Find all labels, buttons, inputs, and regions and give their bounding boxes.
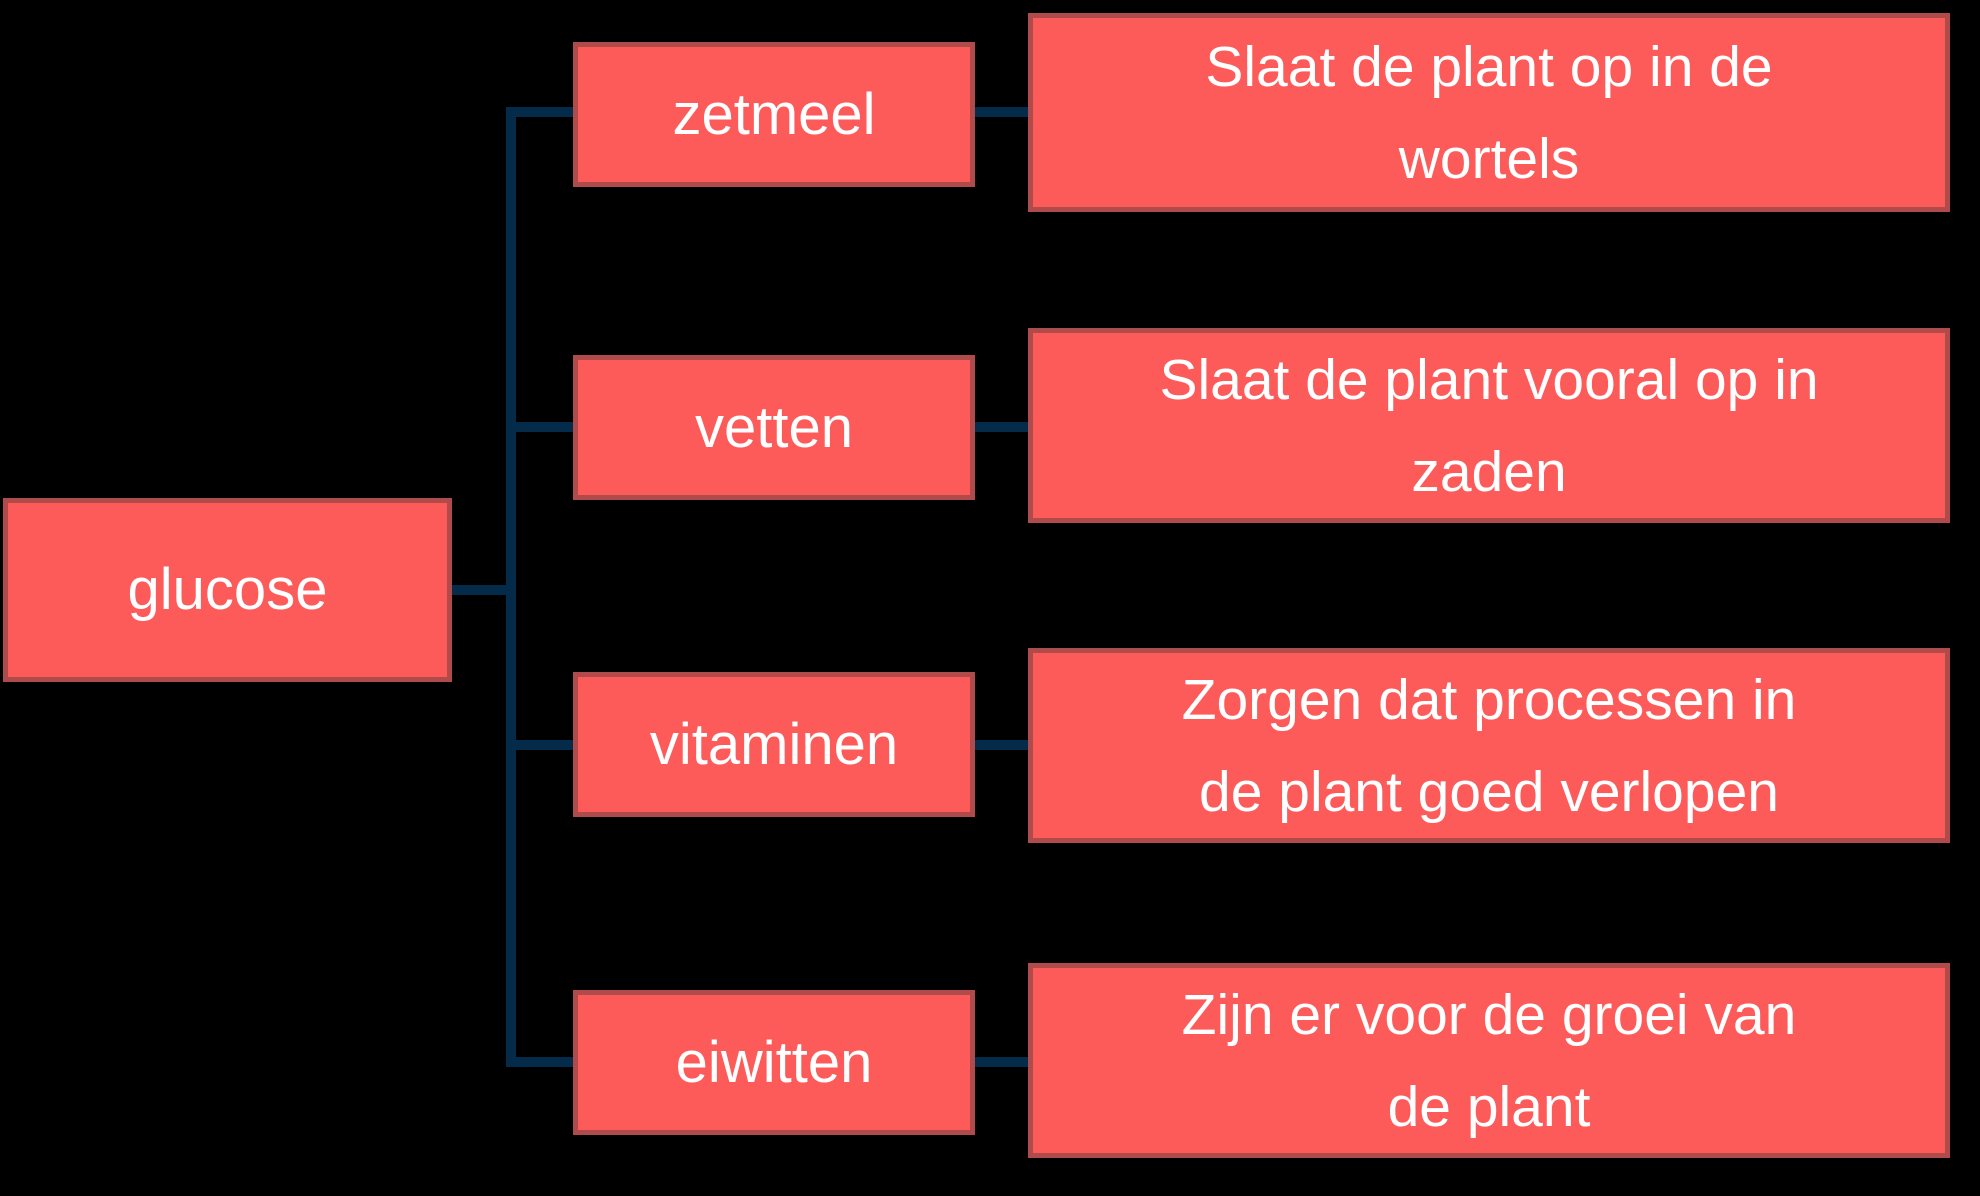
connector-desc-vetten [975, 422, 1028, 432]
vitaminen-node: vitaminen [573, 672, 975, 817]
eiwitten-label: eiwitten [675, 1029, 873, 1095]
vitaminen-description-node: Zorgen dat processen in de plant goed ve… [1028, 648, 1950, 843]
eiwitten-description-text: Zijn er voor de groei van de plant [1181, 982, 1797, 1139]
connector-desc-eiwitten [975, 1057, 1028, 1067]
zetmeel-description-node: Slaat de plant op in de wortels [1028, 13, 1950, 212]
glucose-node: glucose [3, 498, 452, 682]
connector-root-link [452, 585, 511, 595]
vetten-description-node: Slaat de plant vooral op in zaden [1028, 328, 1950, 523]
connector-desc-vitaminen [975, 740, 1028, 750]
vitaminen-label: vitaminen [649, 711, 899, 777]
vetten-node: vetten [573, 355, 975, 500]
eiwitten-node: eiwitten [573, 990, 975, 1135]
connector-branch-vitaminen [506, 740, 573, 750]
zetmeel-label: zetmeel [672, 81, 876, 147]
vetten-label: vetten [695, 394, 853, 460]
eiwitten-description-node: Zijn er voor de groei van de plant [1028, 963, 1950, 1158]
glucose-label: glucose [127, 557, 328, 623]
zetmeel-description-text: Slaat de plant op in de wortels [1205, 34, 1773, 191]
connector-desc-zetmeel [975, 107, 1028, 117]
connector-branch-eiwitten [506, 1057, 573, 1067]
connector-branch-zetmeel [506, 107, 573, 117]
connector-trunk [506, 107, 516, 1067]
connector-branch-vetten [506, 422, 573, 432]
vetten-description-text: Slaat de plant vooral op in zaden [1159, 347, 1819, 504]
zetmeel-node: zetmeel [573, 42, 975, 187]
vitaminen-description-text: Zorgen dat processen in de plant goed ve… [1181, 667, 1797, 824]
